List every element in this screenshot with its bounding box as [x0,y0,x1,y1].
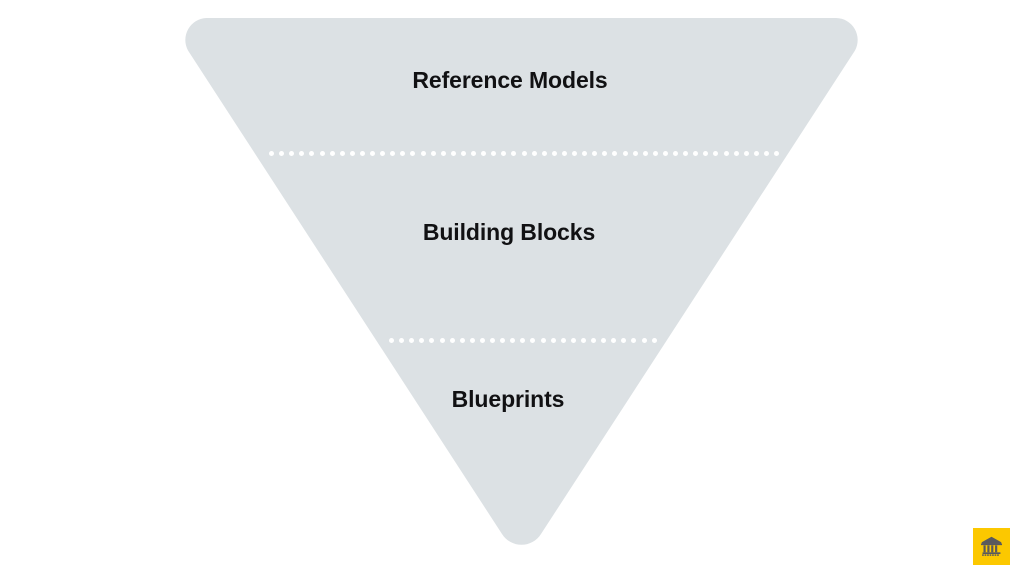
divider-dot [622,151,628,156]
divider-dot [339,151,345,156]
divider-dot [479,338,485,343]
divider-dot [520,338,526,343]
divider-dot [733,151,739,156]
tier-label-blueprints: Blueprints [451,386,565,412]
divider-dot [449,338,455,343]
divider-dot [490,338,495,343]
divider-dot [399,338,405,343]
divider-dot [621,338,627,343]
divider-dot [410,151,416,156]
divider-dot [430,151,436,156]
divider-dot [673,151,678,156]
divider-dot [550,338,556,343]
divider-dot [400,151,406,156]
divider-dot [592,151,598,156]
divider-dot [612,151,618,156]
divider-dot [500,338,506,343]
tier-label-reference-models: Reference Models [412,67,608,93]
funnel-body [185,18,858,545]
divider-dot [632,151,638,156]
divider-dot [703,151,709,156]
divider-dot [299,151,305,156]
brand-badge [973,528,1010,565]
divider-dot [753,151,759,156]
divider-dot [693,151,699,156]
divider-dot [713,151,719,156]
divider-dot [531,151,537,156]
divider-dot [560,338,566,343]
divider-dot [723,151,729,156]
bank-building-icon [980,536,1003,556]
divider-dot [501,151,507,156]
divider-dot [359,151,365,156]
divider-dot [440,151,446,156]
divider-dot [380,151,386,156]
divider-dot [743,151,749,156]
divider-dot [602,151,608,156]
divider-dot [591,338,596,343]
divider-dot [631,338,637,343]
divider-dot [390,151,396,156]
divider-dot [651,338,657,343]
divider-dot [763,151,769,156]
divider-building-blueprints [389,338,657,344]
divider-dot [370,151,375,156]
divider-dot [409,338,415,343]
divider-dot [309,151,315,156]
divider-dot [481,151,487,156]
divider-dot [540,338,546,343]
divider-dot [349,151,355,156]
divider-dot [601,338,607,343]
divider-dot [459,338,465,343]
divider-reference-building [269,151,780,157]
divider-dot [551,151,557,156]
divider-dot [491,151,497,156]
divider-dot [521,151,527,156]
divider-dot [469,338,475,343]
divider-dot [289,151,295,156]
divider-dot [683,151,689,156]
divider-dot [419,338,425,343]
divider-dot [641,338,647,343]
divider-dot [570,338,576,343]
divider-dot [329,151,335,156]
tier-label-building-blocks: Building Blocks [422,219,596,245]
divider-dot [389,338,394,343]
divider-dot [572,151,577,156]
divider-dot [269,151,274,156]
divider-dot [460,151,466,156]
divider-dot [580,338,586,343]
divider-dot [561,151,567,156]
divider-dot [774,151,779,156]
divider-dot [450,151,456,156]
divider-dot [420,151,426,156]
divider-dot [471,151,476,156]
divider-dot [429,338,435,343]
divider-dot [530,338,536,343]
divider-dot [582,151,588,156]
divider-dot [662,151,668,156]
divider-dot [541,151,547,156]
divider-dot [279,151,285,156]
divider-dot [319,151,325,156]
divider-dot [439,338,445,343]
divider-dot [511,151,517,156]
divider-dot [652,151,658,156]
divider-dot [510,338,516,343]
divider-dot [642,151,648,156]
divider-dot [611,338,617,343]
